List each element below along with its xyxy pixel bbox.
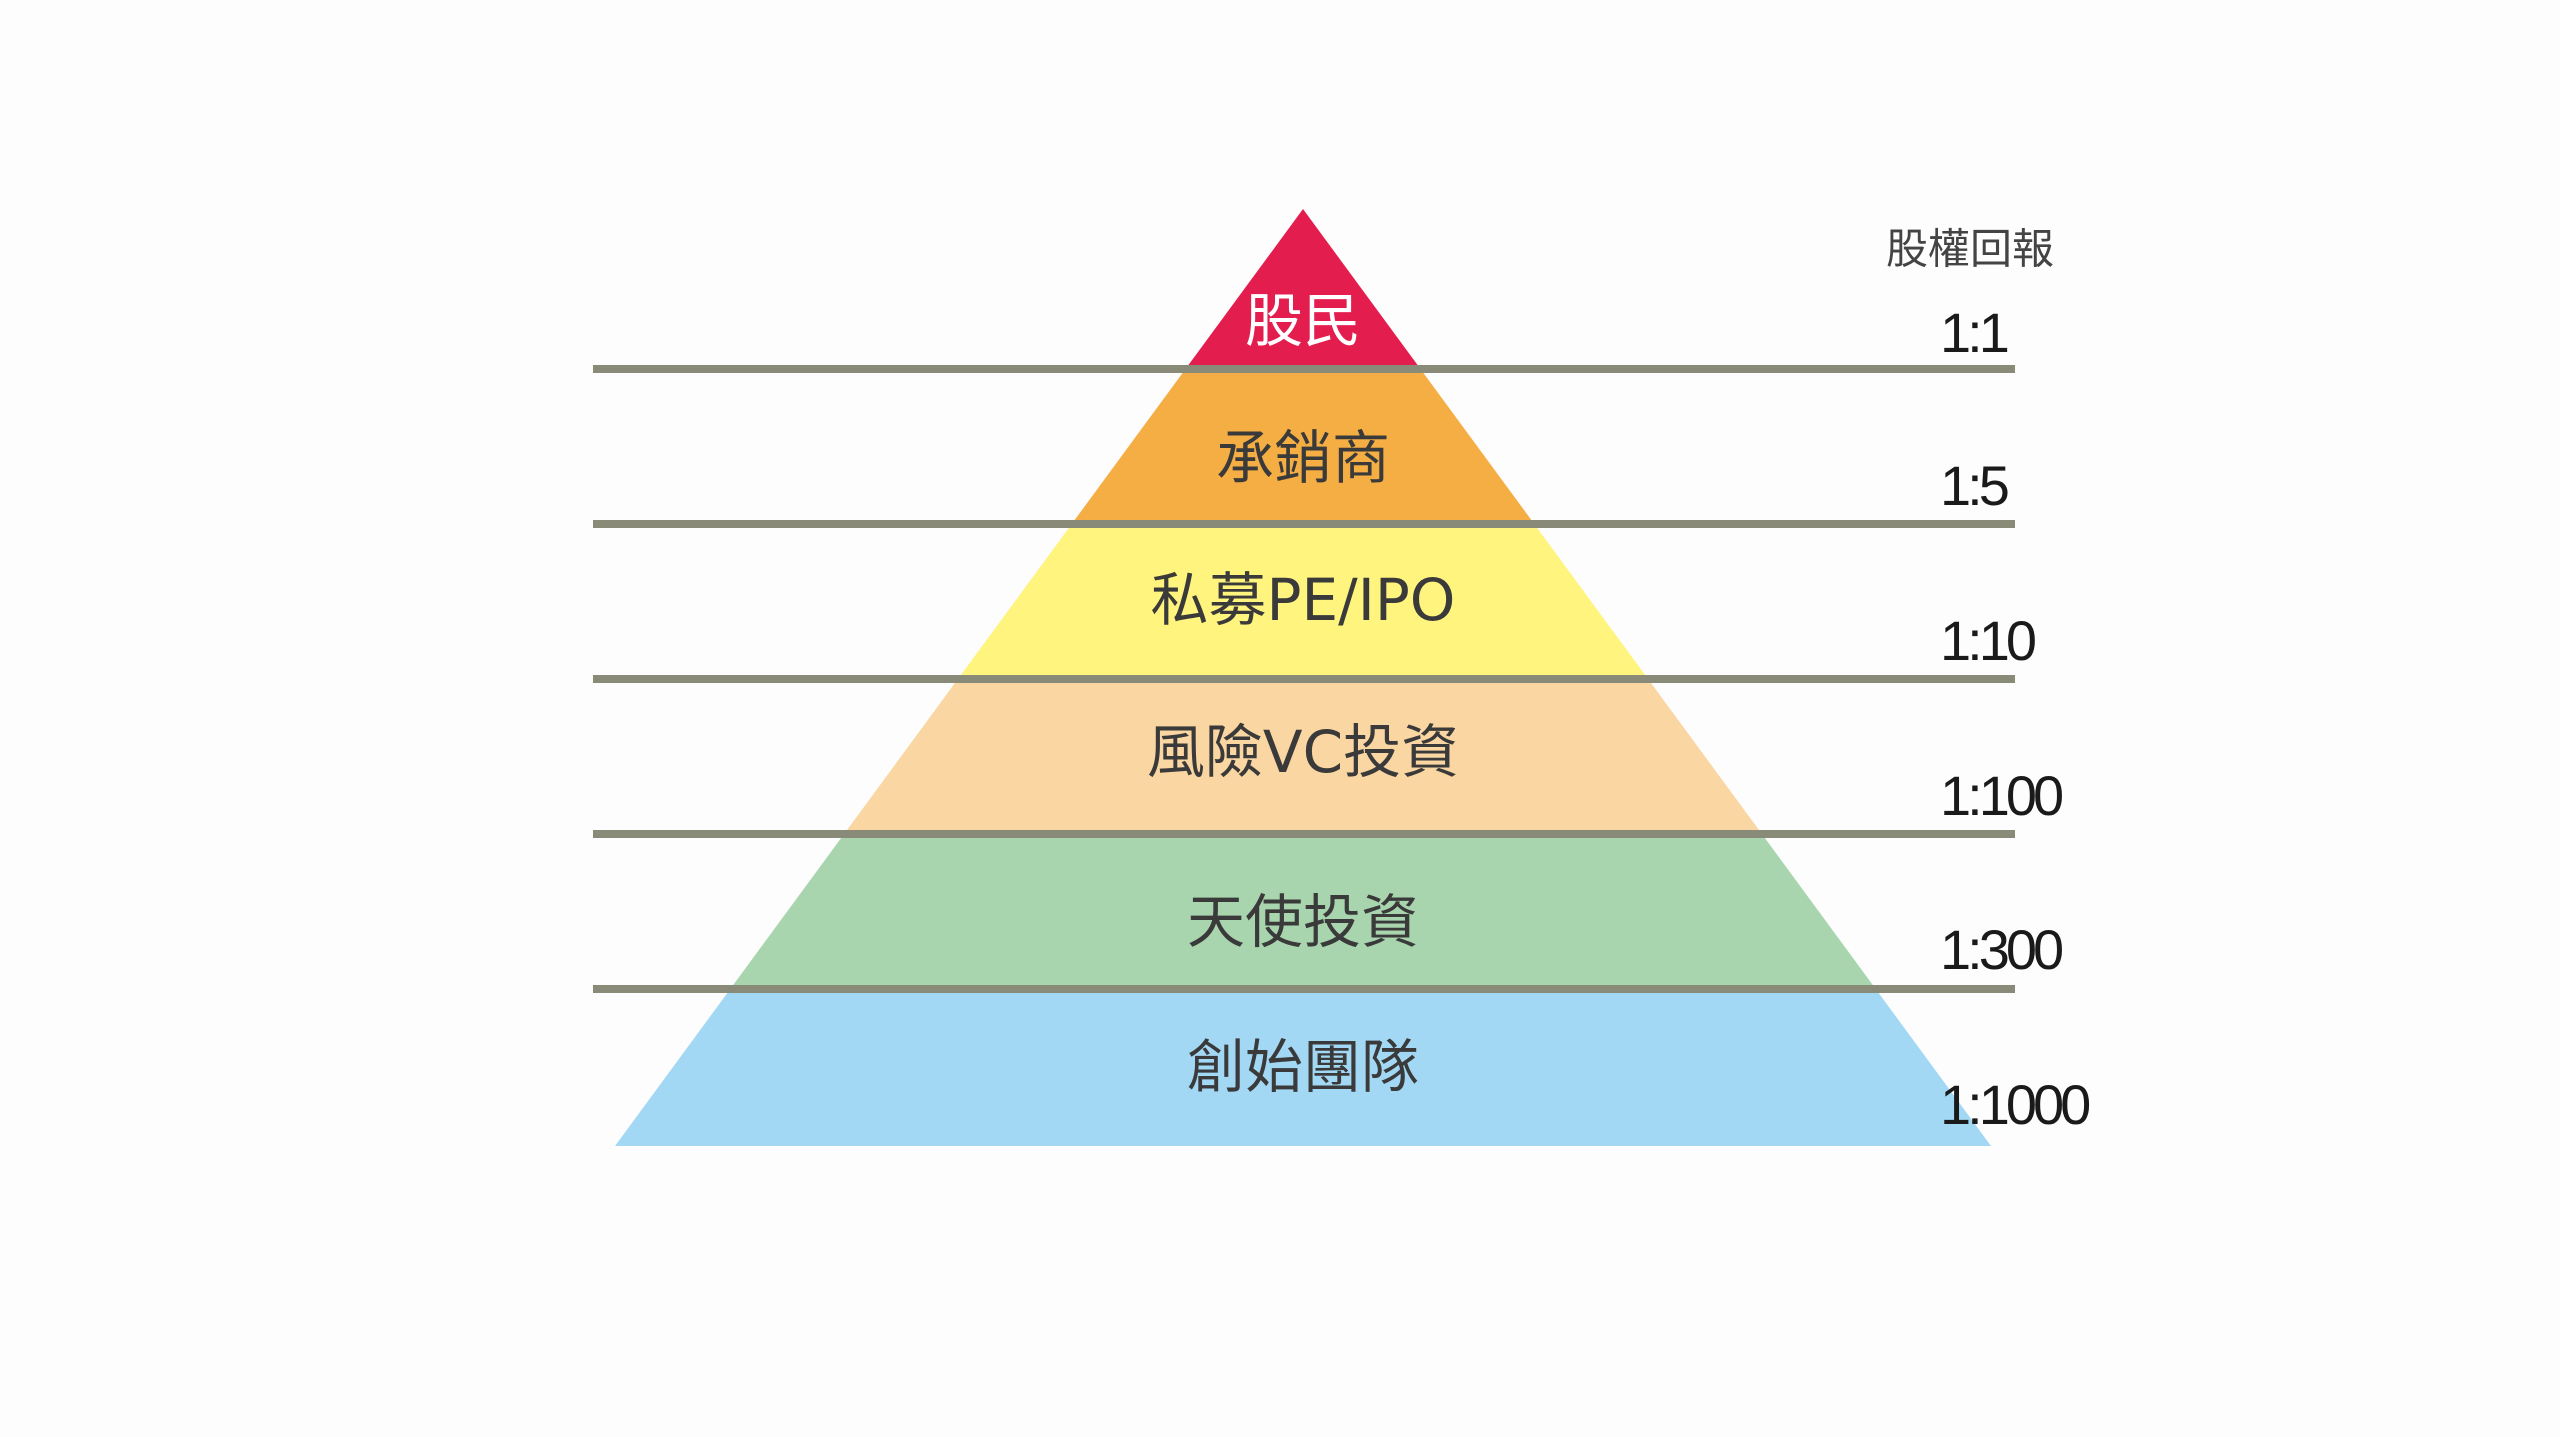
pyramid-tier-band [1071, 369, 1535, 524]
tier-ratio: 1:1 [1940, 301, 2008, 364]
tier-label: 風險VC投資 [1147, 718, 1459, 786]
tier-ratio: 1:5 [1940, 454, 2008, 517]
tier-label: 創始團隊 [1187, 1033, 1419, 1101]
tier-ratio: 1:100 [1940, 764, 2062, 827]
tier-label: 天使投資 [1187, 888, 1419, 956]
tier-divider-line [593, 675, 2015, 683]
tier-label: 股民 [1245, 287, 1361, 355]
tier-divider-line [593, 830, 2015, 838]
tier-ratio: 1:1000 [1940, 1073, 2089, 1136]
equity-return-header: 股權回報 [1886, 225, 2054, 274]
pyramid-tier-band [615, 989, 1991, 1146]
pyramid-tier-band [844, 679, 1762, 834]
tier-divider-line [593, 520, 2015, 528]
tier-label: 承銷商 [1216, 424, 1390, 492]
tier-ratio: 1:300 [1940, 918, 2062, 981]
tier-label: 私募PE/IPO [1151, 566, 1456, 634]
pyramid-tier-band [1185, 209, 1421, 369]
tier-divider-line [593, 365, 2015, 373]
pyramid-tier-band [730, 834, 1876, 989]
tier-ratio: 1:10 [1940, 609, 2035, 672]
pyramid-tier-band [957, 524, 1649, 679]
tier-divider-line [593, 985, 2015, 993]
